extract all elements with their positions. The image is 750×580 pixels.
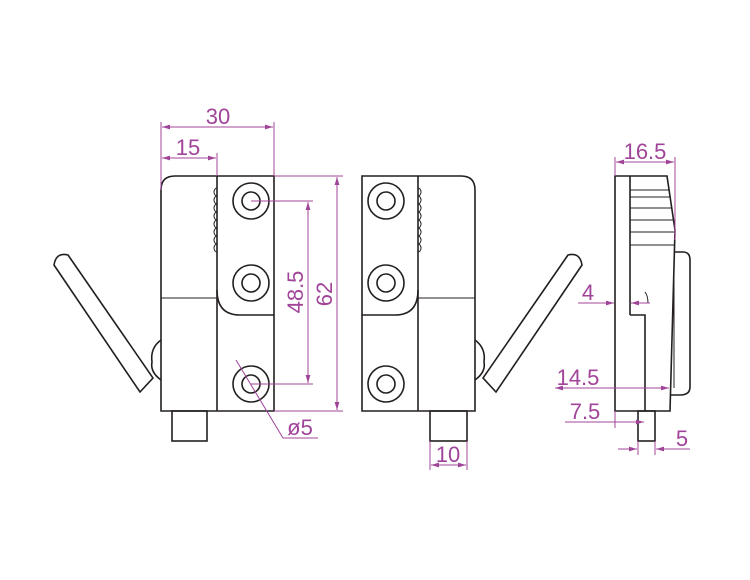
dimension-labels: 30 15 48.5 62 ø5 10 16.5 4 14.5 7.5 5 xyxy=(176,104,688,467)
dim-hole-spacing: 48.5 xyxy=(283,271,308,314)
side-pin xyxy=(637,410,656,442)
side-grip-lines xyxy=(630,189,675,246)
rear-view xyxy=(361,175,583,442)
dim-hole-diameter: ø5 xyxy=(287,415,313,440)
rear-lever xyxy=(481,253,583,394)
rear-body-outline xyxy=(361,175,476,412)
front-view xyxy=(53,175,275,442)
side-clip xyxy=(670,251,691,396)
dim-depth-16-5: 16.5 xyxy=(624,139,667,164)
dim-wall-4: 4 xyxy=(582,280,594,305)
side-view xyxy=(614,175,691,442)
front-knob xyxy=(150,339,162,381)
serration xyxy=(213,187,218,253)
dim-body-depth-14-5: 14.5 xyxy=(557,365,600,390)
dim-pin-offset-7-5: 7.5 xyxy=(570,399,601,424)
dimensions xyxy=(160,122,690,470)
dim-width-30: 30 xyxy=(206,104,230,129)
dim-pin-width-10: 10 xyxy=(436,442,460,467)
front-holes xyxy=(232,182,270,403)
front-pin xyxy=(171,410,208,442)
rear-pin xyxy=(429,410,468,442)
dim-height-62: 62 xyxy=(312,282,337,306)
rear-holes xyxy=(367,182,405,403)
dim-half-width-15: 15 xyxy=(176,135,200,160)
dim-pin-width-5: 5 xyxy=(676,426,688,451)
side-body-outline xyxy=(614,175,676,412)
front-lever xyxy=(53,253,155,394)
front-plate-edge xyxy=(216,289,274,316)
